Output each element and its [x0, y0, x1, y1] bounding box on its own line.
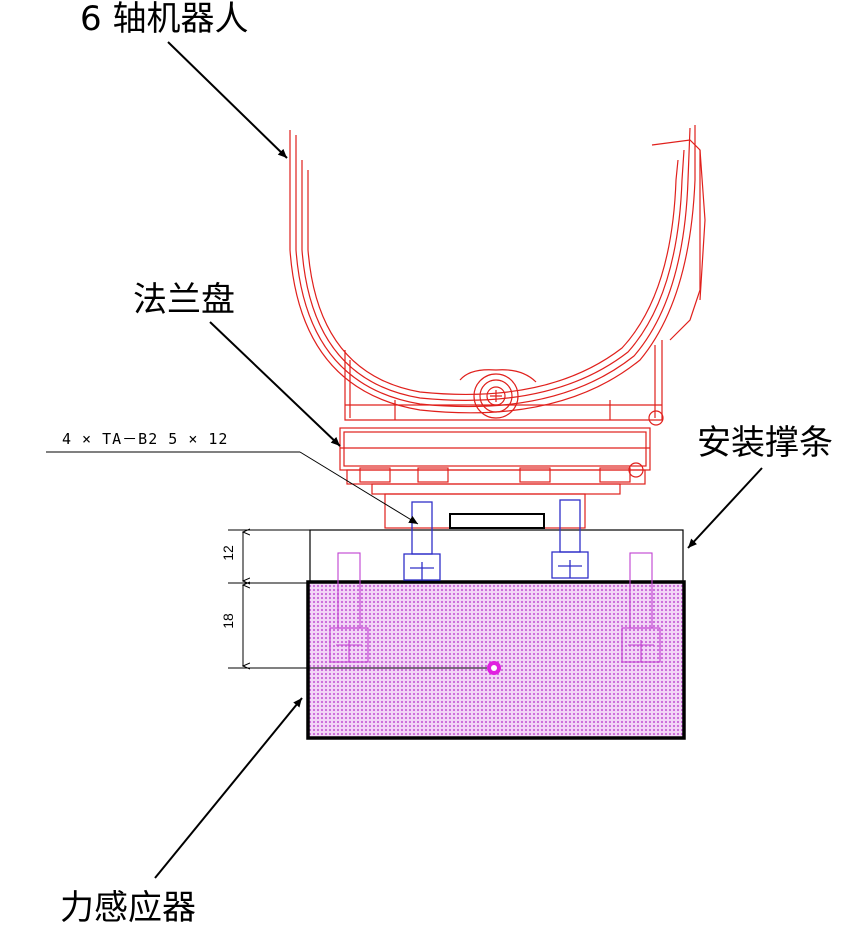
sensor-label: 力感应器: [60, 888, 196, 928]
bolt-spec-label: 4 × TA－B2 5 × 12: [62, 430, 229, 448]
sensor-bolts: [329, 552, 661, 663]
bracket-label: 安装撑条: [697, 423, 833, 463]
dimension-lines: [228, 530, 310, 666]
force-sensor-body: [306, 580, 686, 740]
bolt-spec-leader: [46, 451, 419, 525]
mounting-bracket: [309, 529, 684, 583]
dimension-upper: 12: [219, 545, 236, 561]
bracket-bolts: [403, 499, 589, 581]
leader-lines: [154, 41, 763, 879]
dimension-lower: 18: [219, 613, 236, 629]
robot-label: 6 轴机器人: [80, 0, 249, 39]
robot-wrist-drawing: [289, 125, 706, 529]
flange-label: 法兰盘: [133, 280, 235, 320]
